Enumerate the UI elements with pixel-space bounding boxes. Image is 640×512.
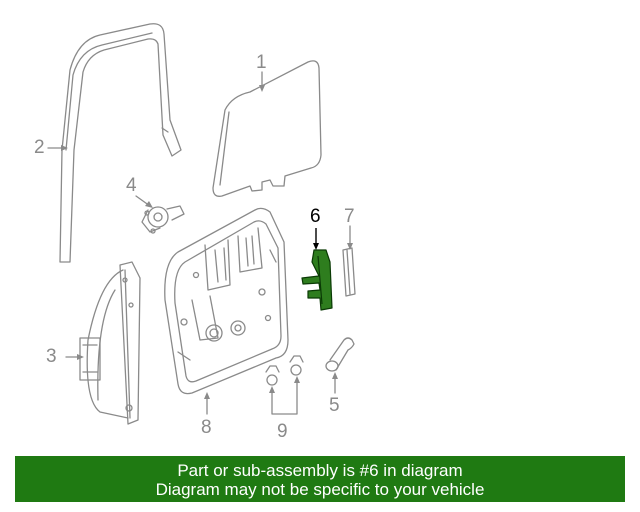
callout-7: 7 xyxy=(344,206,355,227)
banner-line-2: Diagram may not be specific to your vehi… xyxy=(155,480,485,499)
callout-6: 6 xyxy=(310,206,321,227)
banner-line-1: Part or sub-assembly is #6 in diagram xyxy=(177,461,463,480)
part-3-regulator xyxy=(79,261,141,425)
part-2-window-channel xyxy=(59,23,182,263)
leader-lines xyxy=(47,71,351,415)
callout-2: 2 xyxy=(34,137,45,158)
leader-arrowheads xyxy=(61,85,353,399)
callout-5: 5 xyxy=(329,395,340,416)
parts-diagram xyxy=(47,23,356,425)
callout-9: 9 xyxy=(277,421,288,442)
part-7-weatherstrip xyxy=(342,247,356,297)
part-8-door-panel xyxy=(164,207,289,395)
part-1-door-glass xyxy=(212,60,322,197)
part-4-motor xyxy=(141,205,185,234)
info-banner: Part or sub-assembly is #6 in diagram Di… xyxy=(15,456,625,502)
part-9-clips xyxy=(265,355,304,386)
callout-8: 8 xyxy=(201,417,212,438)
part-6-highlighted xyxy=(301,249,333,311)
callout-1: 1 xyxy=(256,52,267,73)
callout-4: 4 xyxy=(126,175,137,196)
part-6-leader xyxy=(313,228,319,250)
part-5-pin xyxy=(325,337,355,372)
callout-3: 3 xyxy=(46,346,57,367)
